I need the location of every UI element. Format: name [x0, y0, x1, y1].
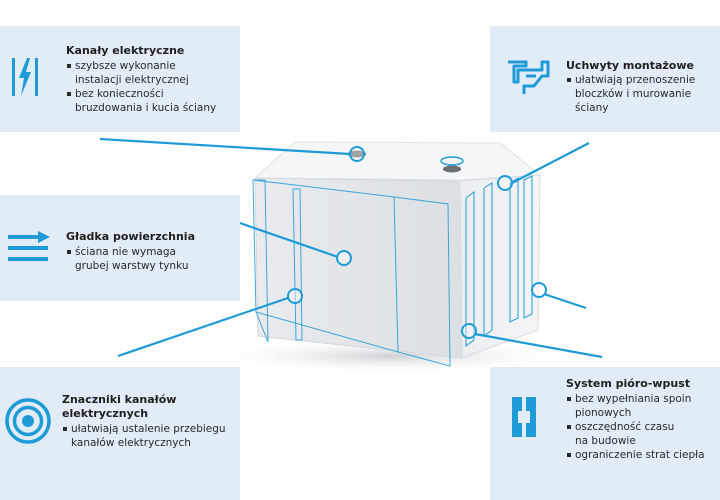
- tongue-groove-profile: [465, 175, 533, 347]
- marker-surface: [336, 250, 352, 266]
- feature-bullet: ułatwiają przenoszenie bloczków i murowa…: [566, 73, 720, 115]
- channel-hole: [443, 165, 461, 173]
- feature-title: Gładka powierzchnia: [66, 230, 196, 243]
- feature-bullets: bez wypełniania spoin pionowych oszczędn…: [566, 392, 716, 462]
- feature-bullet: szybsze wykonanie instalacji elektryczne…: [66, 59, 236, 87]
- smooth-surface-arrow-icon: [8, 231, 50, 269]
- block-side-face: [459, 174, 541, 359]
- marker-handle: [497, 175, 513, 191]
- callout-markers: [287, 146, 547, 339]
- channel-hole-marker: [440, 156, 464, 166]
- tongue-groove-icon: [512, 397, 536, 441]
- marker-groove: [461, 323, 477, 339]
- feature-mounting-handles: Uchwyty montażowe ułatwiają przenoszenie…: [490, 26, 720, 132]
- feature-smooth-surface: Gładka powierzchnia ściana nie wymaga gr…: [0, 195, 240, 301]
- feature-channel-markers: Znaczniki kanałów elektrycznych ułatwiaj…: [0, 367, 240, 500]
- feature-bullet: oszczędność czasu na budowie: [566, 420, 716, 448]
- lightning-channel-icon: [12, 56, 38, 102]
- feature-title: Uchwyty montażowe: [566, 59, 694, 72]
- block-front-face: [254, 177, 463, 359]
- feature-bullets: ułatwiają ustalenie przebiegu kanałów el…: [62, 422, 237, 450]
- feature-bullets: szybsze wykonanie instalacji elektryczne…: [66, 59, 236, 115]
- feature-electrical-channels: Kanały elektryczne szybsze wykonanie ins…: [0, 26, 240, 132]
- callout-lines: [99, 137, 603, 359]
- feature-bullet: ułatwiają ustalenie przebiegu kanałów el…: [62, 422, 237, 450]
- feature-bullets: ułatwiają przenoszenie bloczków i murowa…: [566, 73, 720, 115]
- channel-hole: [348, 150, 366, 158]
- marker-channel-sign: [287, 288, 303, 304]
- block-top-face: [253, 141, 542, 181]
- feature-bullet: bez konieczności bruzdowania i kucia ści…: [66, 87, 236, 115]
- feature-bullet: ściana nie wymaga grubej warstwy tynku: [66, 245, 236, 273]
- feature-title: Kanały elektryczne: [66, 44, 185, 57]
- feature-bullets: ściana nie wymaga grubej warstwy tynku: [66, 245, 236, 273]
- feature-title: System pióro-wpust: [566, 377, 691, 390]
- feature-bullet: bez wypełniania spoin pionowych: [566, 392, 716, 420]
- feature-tongue-groove: System pióro-wpust bez wypełniania spoin…: [490, 367, 720, 500]
- hand-grip-icon: [506, 56, 550, 100]
- concentric-circles-icon: [4, 397, 52, 449]
- feature-title: Znaczniki kanałów elektrycznych: [62, 393, 177, 420]
- marker-tongue: [531, 282, 547, 298]
- marker-channel: [349, 146, 365, 162]
- feature-bullet: ograniczenie strat ciepła: [566, 448, 716, 462]
